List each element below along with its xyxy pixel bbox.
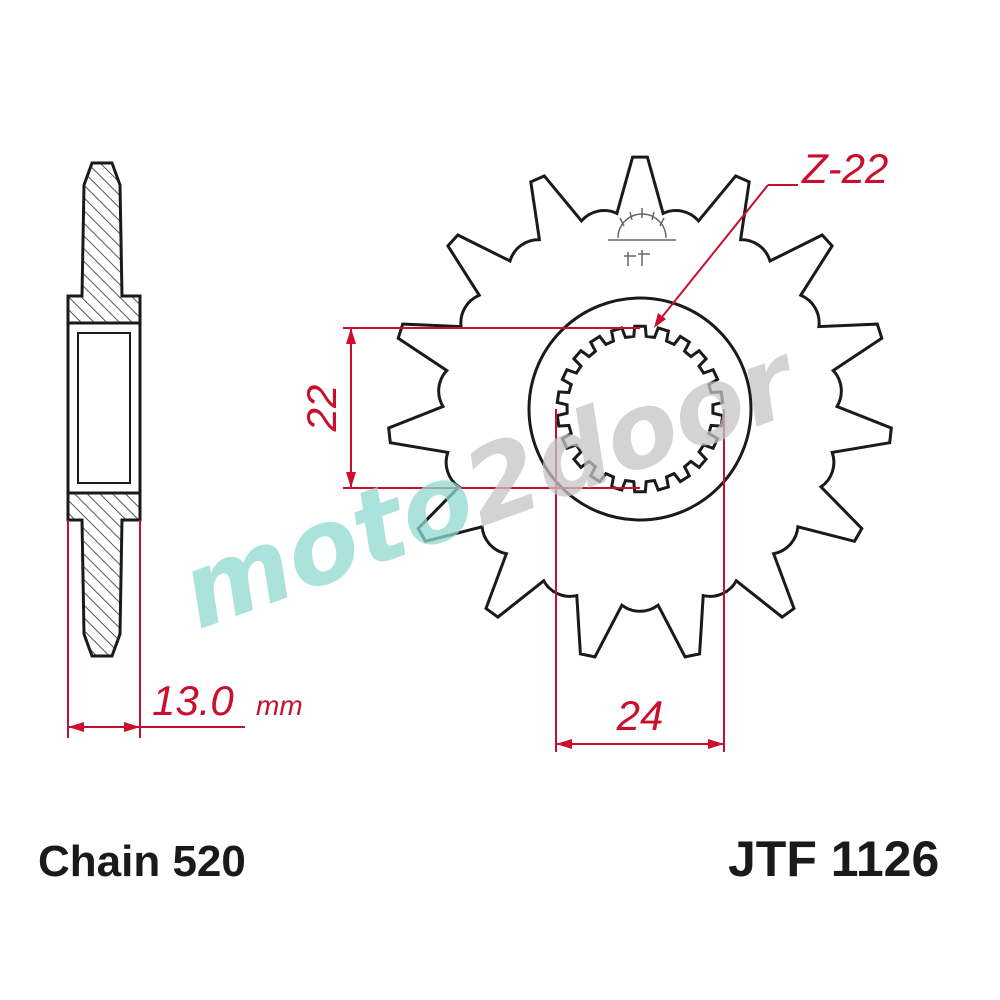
part-number-label: JTF 1126	[728, 831, 939, 887]
thickness-value: 13.0	[152, 677, 234, 724]
side-profile-lower-web	[66, 491, 142, 658]
side-profile-hub-inner	[77, 332, 131, 484]
thickness-dimension	[67, 520, 245, 738]
inner-diameter-dimension	[343, 327, 640, 489]
chain-size-label: Chain 520	[38, 837, 246, 886]
jt-logo-mark	[608, 208, 676, 266]
outer-spline-label: 24	[616, 692, 664, 739]
thickness-unit: mm	[256, 690, 303, 721]
side-profile-upper-web	[66, 161, 142, 325]
watermark-part-1: moto	[165, 436, 490, 654]
inner-diameter-label: 22	[298, 385, 345, 433]
spline-count-leader	[654, 184, 798, 328]
side-profile-hub	[66, 321, 142, 495]
spline-count-label: Z-22	[801, 145, 888, 192]
side-profile-view: 13.0 mm	[66, 161, 303, 738]
spline-bore	[555, 324, 725, 494]
front-view: Z-22 22 24	[298, 145, 893, 752]
outer-spline-dimension	[555, 409, 725, 752]
hub-circle	[527, 296, 753, 522]
